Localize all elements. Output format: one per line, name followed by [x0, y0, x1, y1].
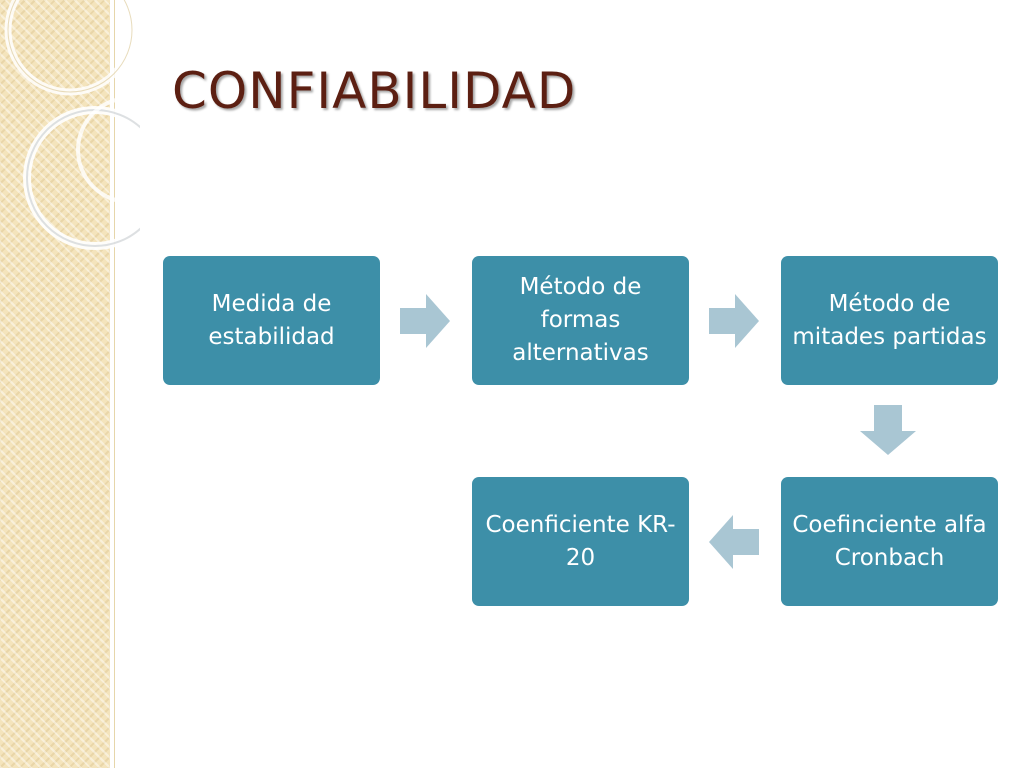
side-decoration-strip — [0, 0, 110, 768]
process-step-kr20: Coenficiente KR-20 — [472, 477, 689, 606]
arrow-right-icon — [400, 294, 450, 348]
process-step-label: Coefinciente alfa Cronbach — [792, 511, 987, 571]
side-decoration-border — [110, 0, 115, 768]
process-step-alternate-forms: Método de formas alternativas — [472, 256, 689, 385]
arrow-left-icon — [709, 515, 759, 569]
slide-title: CONFIABILIDAD — [172, 62, 577, 120]
process-step-stability: Medida de estabilidad — [163, 256, 380, 385]
ring-decoration-icon — [4, 0, 140, 250]
process-step-split-halves: Método de mitades partidas — [781, 256, 998, 385]
process-step-label: Coenficiente KR-20 — [485, 511, 676, 571]
process-step-label: Método de formas alternativas — [512, 274, 649, 366]
process-step-cronbach-alpha: Coefinciente alfa Cronbach — [781, 477, 998, 606]
process-step-label: Medida de estabilidad — [208, 290, 335, 350]
process-step-label: Método de mitades partidas — [792, 290, 987, 350]
arrow-down-icon — [860, 405, 916, 455]
arrow-right-icon — [709, 294, 759, 348]
